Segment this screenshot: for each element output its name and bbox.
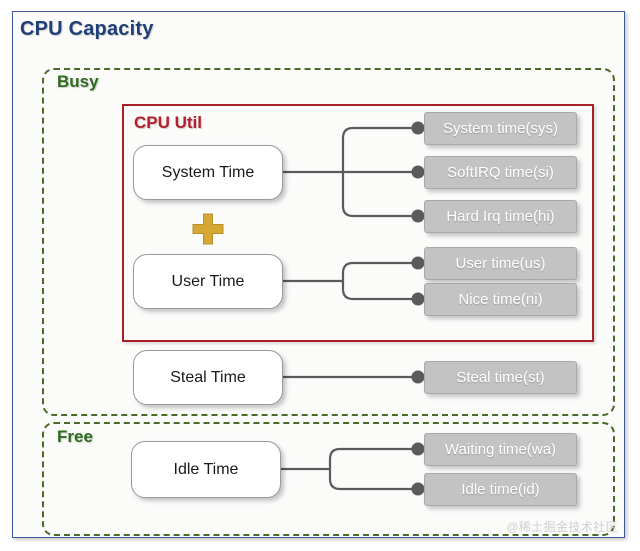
node-steal-time[interactable]: Steal Time <box>133 350 283 405</box>
leaf-idle-time-id[interactable]: Idle time(id) <box>424 473 577 506</box>
node-idle-time[interactable]: Idle Time <box>131 441 281 498</box>
leaf-hard-irq-time-hi[interactable]: Hard Irq time(hi) <box>424 200 577 233</box>
watermark: @稀土掘金技术社区 <box>506 520 618 534</box>
group-cpu-util-label: CPU Util <box>134 113 202 132</box>
node-system-time[interactable]: System Time <box>133 145 283 200</box>
leaf-user-time-us[interactable]: User time(us) <box>424 247 577 280</box>
leaf-nice-time-ni[interactable]: Nice time(ni) <box>424 283 577 316</box>
group-free-label: Free <box>57 427 93 446</box>
group-busy <box>42 68 615 416</box>
group-cpu-util <box>122 104 594 342</box>
leaf-steal-time-st[interactable]: Steal time(st) <box>424 361 577 394</box>
group-free <box>42 422 615 536</box>
leaf-waiting-time-wa[interactable]: Waiting time(wa) <box>424 433 577 466</box>
leaf-softirq-time-si[interactable]: SoftIRQ time(si) <box>424 156 577 189</box>
group-busy-label: Busy <box>57 72 99 91</box>
page-title: CPU Capacity <box>20 18 154 40</box>
leaf-system-time-sys[interactable]: System time(sys) <box>424 112 577 145</box>
node-user-time[interactable]: User Time <box>133 254 283 309</box>
plus-icon <box>192 213 224 245</box>
